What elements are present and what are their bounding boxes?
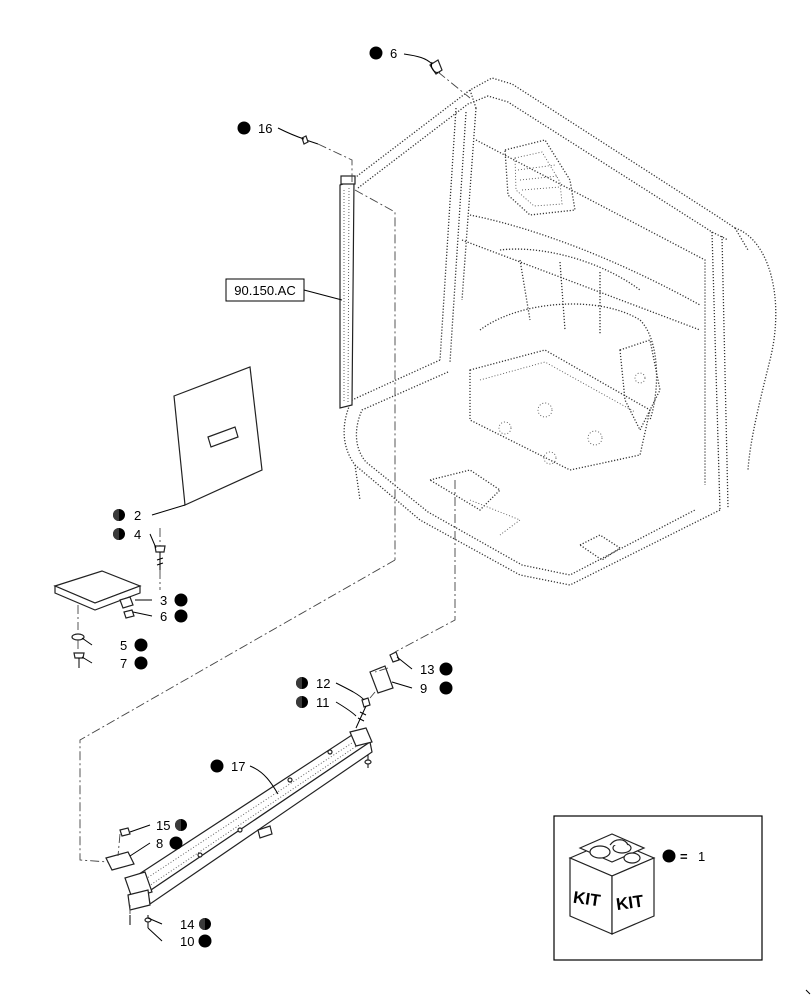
filled-marker-dot (174, 609, 188, 623)
filled-marker-dot (210, 759, 224, 773)
callout-number: 3 (160, 593, 167, 608)
callout-number: 17 (231, 759, 245, 774)
callout-number: 7 (120, 656, 127, 671)
reference-box: 90.150.AC (225, 278, 343, 302)
alignment-lines (77, 71, 471, 915)
seat-rail (124, 727, 373, 911)
filled-marker-dot (134, 656, 148, 670)
filled-marker-dot (237, 121, 251, 135)
half-marker-shade (175, 819, 181, 831)
callout-number: 11 (316, 695, 330, 710)
callout-number: 15 (156, 818, 170, 833)
legend-value: 1 (698, 849, 705, 864)
callout-13: 13 (420, 662, 453, 677)
leader-lines (81, 53, 433, 942)
callout-14: 14 (180, 917, 211, 932)
legend-equals: = (680, 849, 688, 864)
filled-marker-dot (369, 46, 383, 60)
legend-filled-dot (662, 849, 676, 863)
kit-legend: KIT KIT = 1 (553, 815, 763, 961)
callout-10: 10 (180, 934, 212, 949)
pillar-trim-strip (339, 175, 356, 409)
half-marker-shade (199, 918, 205, 930)
callout-number: 4 (134, 527, 141, 542)
filled-marker-dot (134, 638, 148, 652)
filled-marker-dot (198, 934, 212, 948)
decal-sheet (173, 366, 263, 506)
callout-7: 7 (120, 656, 148, 671)
callout-number: 6 (390, 46, 397, 61)
callout-15: 15 (156, 818, 187, 833)
callout-6: 6 (160, 609, 188, 624)
callout-number: 12 (316, 676, 330, 691)
half-marker-shade (113, 528, 119, 540)
half-marker-shade (296, 677, 302, 689)
callout-number: 10 (180, 934, 194, 949)
callout-number: 9 (420, 681, 427, 696)
half-marker-shade (296, 696, 302, 708)
half-marker-shade (113, 509, 119, 521)
callout-number: 16 (258, 121, 272, 136)
callout-8: 8 (156, 836, 183, 851)
callout-2: 2 (113, 508, 141, 523)
kit-label-right: KIT (615, 891, 645, 914)
cab-body (343, 77, 777, 586)
filled-marker-dot (439, 662, 453, 676)
callout-number: 13 (420, 662, 434, 677)
callout-number: 14 (180, 917, 194, 932)
callout-number: 2 (134, 508, 141, 523)
callout-4: 4 (113, 527, 141, 542)
filled-marker-dot (174, 593, 188, 607)
corner-mark (805, 989, 811, 995)
callout-5: 5 (120, 638, 148, 653)
callout-6: 6 (369, 46, 397, 61)
callout-12: 12 (296, 676, 330, 691)
callout-3: 3 (160, 593, 188, 608)
callout-number: 5 (120, 638, 127, 653)
reference-label: 90.150.AC (234, 283, 295, 298)
callout-11: 11 (296, 695, 330, 710)
bracket-plate (53, 570, 142, 611)
callout-number: 8 (156, 836, 163, 851)
filled-marker-dot (169, 836, 183, 850)
callout-9: 9 (420, 681, 453, 696)
callout-16: 16 (237, 121, 272, 136)
callout-17: 17 (210, 759, 245, 774)
callout-number: 6 (160, 609, 167, 624)
filled-marker-dot (439, 681, 453, 695)
kit-label-left: KIT (572, 888, 602, 911)
